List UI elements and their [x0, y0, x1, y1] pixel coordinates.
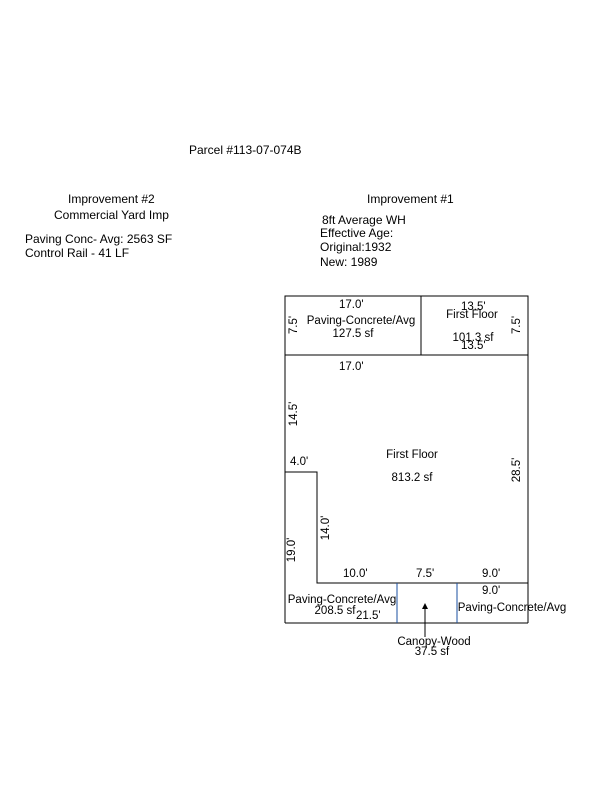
improvement-1-line-effective-age: Effective Age: [320, 226, 394, 240]
area-first-floor-main-label: First Floor [386, 449, 438, 461]
area-first-floor-main-sf: 813.2 sf [392, 472, 434, 484]
area-paving-top-sf: 127.5 sf [333, 328, 375, 340]
area-first-floor-small-label: First Floor [446, 309, 498, 321]
dim-bottom-total: 21.5' [356, 610, 381, 622]
dim-top-right: 13.5' [461, 301, 486, 313]
dim-left-upper: 14.5' [288, 402, 300, 427]
dim-left-top: 7.5' [288, 316, 300, 334]
dim-notch-width: 4.0' [290, 456, 308, 468]
dim-left-lower: 19.0' [286, 538, 298, 563]
dim-top-left: 17.0' [339, 299, 364, 311]
area-paving-bottom-left-sf: 208.5 sf [315, 605, 357, 617]
parcel-number: Parcel #113-07-074B [189, 143, 302, 157]
improvement-1-line-original: Original:1932 [320, 240, 392, 254]
area-canopy-label: Canopy-Wood [397, 636, 470, 648]
top-section-outline [284, 295, 529, 356]
improvement-1-title: Improvement #1 [367, 192, 454, 206]
improvement-2-title: Improvement #2 [68, 192, 155, 206]
dim-bottom-c2: 9.0' [482, 585, 500, 597]
dim-right-top: 7.5' [511, 316, 523, 334]
dim-main-top: 17.0' [339, 361, 364, 373]
dim-bottom-c: 9.0' [482, 568, 500, 580]
area-paving-bottom-right-label: Paving-Concrete/Avg [458, 602, 566, 614]
dim-bottom-a: 10.0' [343, 568, 368, 580]
improvement-2-item-paving: Paving Conc- Avg: 2563 SF [25, 232, 173, 246]
improvement-1-line-type: 8ft Average WH [322, 213, 406, 227]
dim-notch-inner: 14.0' [320, 516, 332, 541]
dim-bottom-b: 7.5' [416, 568, 434, 580]
area-first-floor-small-sf: 101.3 sf [453, 332, 495, 344]
area-canopy-sf: 37.5 sf [415, 646, 450, 658]
area-paving-top-label: Paving-Concrete/Avg [307, 315, 415, 327]
area-paving-bottom-left-label: Paving-Concrete/Avg [288, 594, 396, 606]
improvement-2-subtitle: Commercial Yard Imp [54, 208, 169, 222]
dim-mid-right: 13.5' [461, 340, 486, 352]
improvement-1-line-new: New: 1989 [320, 255, 378, 269]
first-floor-outline [284, 355, 529, 584]
dim-right-main: 28.5' [511, 458, 523, 483]
improvement-2-item-rail: Control Rail - 41 LF [25, 246, 130, 260]
canopy-arrow-icon [422, 603, 428, 609]
